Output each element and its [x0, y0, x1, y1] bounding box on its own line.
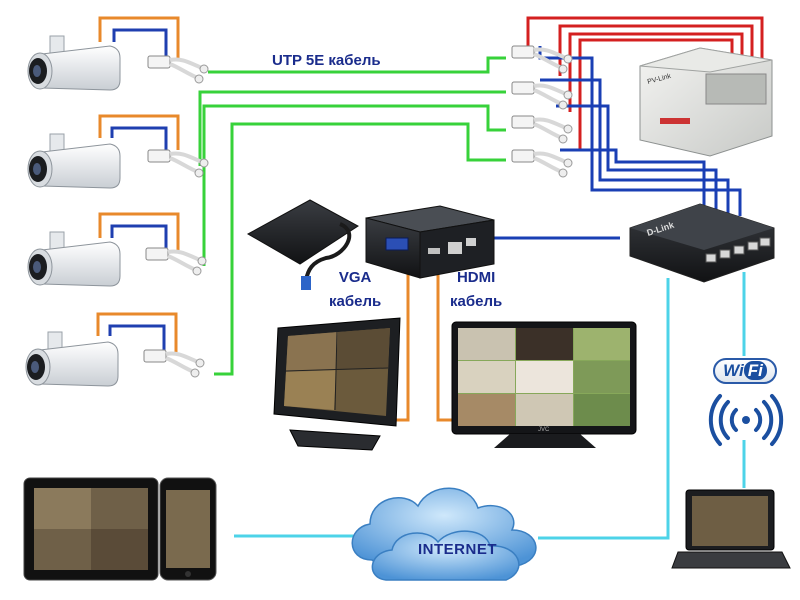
- dvr-recorder: [365, 205, 495, 279]
- laptop: [671, 489, 791, 569]
- hard-drive: [246, 199, 359, 290]
- camera-icon: [27, 133, 121, 189]
- utp-cable-1: [208, 56, 506, 74]
- balun-icon: [510, 80, 574, 111]
- lan-links: [234, 236, 746, 540]
- wifi-badge-wi: Wi: [723, 361, 744, 380]
- camera-4: [25, 331, 119, 387]
- hdmi-label-line2: кабель: [450, 293, 503, 310]
- hdmi-cable-label: HDMI кабель: [450, 266, 502, 314]
- balun-icon: [510, 114, 574, 145]
- tv-brand: JVC: [538, 427, 550, 433]
- camera-power-pairs: [96, 16, 180, 352]
- internet-cloud: [351, 487, 537, 581]
- camera-3: [27, 231, 121, 287]
- vga-label-line2: кабель: [329, 293, 382, 310]
- camera-icon: [25, 331, 119, 387]
- tablet: [23, 477, 159, 581]
- balun-icon: [510, 148, 574, 179]
- hdmi-cable: [436, 262, 452, 422]
- phone: [159, 477, 217, 581]
- hdmi-label-line1: HDMI: [456, 269, 496, 286]
- switch-to-internet-link: [538, 278, 670, 540]
- balun-icon: [144, 246, 208, 277]
- camera-icon: [27, 35, 121, 91]
- vga-cable: [392, 262, 410, 422]
- utp-cable-4: [214, 122, 506, 376]
- wifi-badge-fi: Fi: [743, 361, 767, 380]
- balun-icon: [142, 348, 206, 379]
- internet-label: INTERNET: [418, 541, 497, 558]
- hdmi-tv: JVC: [451, 321, 637, 448]
- vga-label-line1: VGA: [338, 269, 372, 286]
- video-cables: [392, 262, 452, 422]
- wifi-signal-icon: [742, 416, 750, 424]
- wifi-signal: [708, 394, 784, 446]
- utp-cable-label: UTP 5E кабель: [272, 52, 381, 69]
- vga-monitor: [273, 317, 401, 451]
- utp-cable-2: [198, 90, 506, 166]
- network-switch: D-Link: [629, 203, 775, 283]
- camera-1: [27, 35, 121, 91]
- balun-icon: [146, 54, 210, 85]
- power-supply: PV-Link: [639, 47, 773, 157]
- camera-icon: [27, 231, 121, 287]
- hard-drive-icon: [246, 199, 359, 265]
- camera-2: [27, 133, 121, 189]
- dvr-baluns: [510, 44, 574, 179]
- vga-cable-label: VGA кабель: [329, 266, 381, 314]
